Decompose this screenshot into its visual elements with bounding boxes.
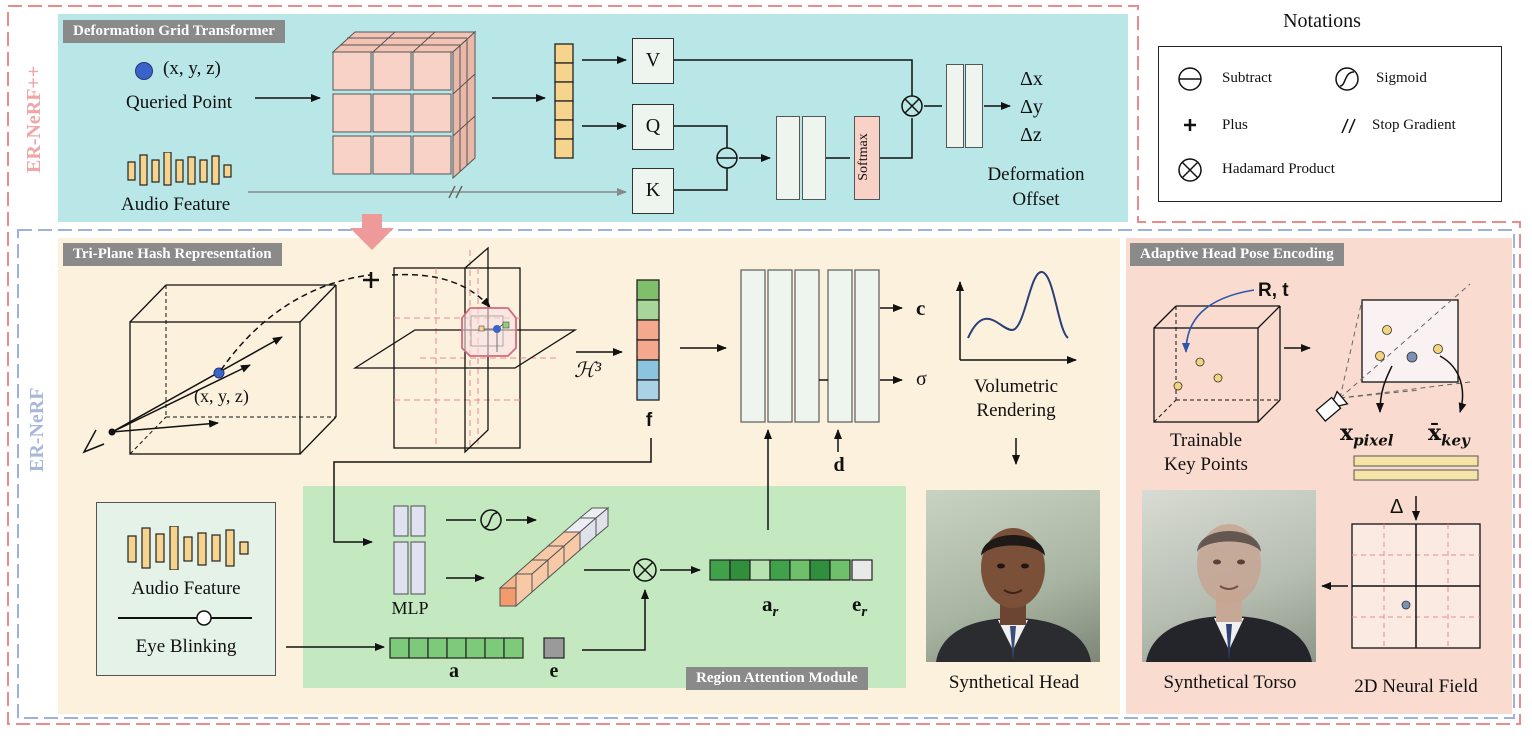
hadamard-icon [1178, 158, 1202, 182]
view-dir-d-label: d [833, 454, 845, 476]
subtract-icon [1178, 67, 1202, 91]
eye-blinking-label: Eye Blinking [135, 636, 237, 657]
notation-hadamard: Hadamard Product [1222, 161, 1335, 177]
e-r-sub: r [861, 604, 868, 621]
queried-point-dot [135, 62, 153, 80]
k-box [632, 168, 674, 214]
deformation-grid-cube [331, 30, 477, 180]
hash-h3-label: ℋ³ [574, 358, 602, 382]
notation-sigmoid: Sigmoid [1376, 70, 1427, 86]
stop-gradient-icon [1341, 118, 1356, 134]
audio-feature-bottom-label: Audio Feature [131, 578, 241, 599]
delta-z: Δz [1020, 124, 1042, 146]
notations-title: Notations [1283, 10, 1361, 32]
deformation-offset-2: Offset [1012, 189, 1060, 210]
notation-subtract: Subtract [1222, 70, 1272, 86]
cube-point-coord: (x, y, z) [194, 386, 249, 406]
x-key-label: x̄key [1428, 420, 1470, 449]
volumetric-label-2: Rendering [976, 400, 1056, 421]
e-r-label: er [852, 592, 867, 621]
synthetical-head-image [926, 490, 1100, 662]
x-key-sub: key [1441, 431, 1470, 450]
notation-stop-gradient: Stop Gradient [1372, 117, 1456, 133]
notation-plus: Plus [1222, 117, 1248, 133]
deformation-offset-1: Deformation [987, 164, 1085, 185]
neural-field-label: 2D Neural Field [1354, 676, 1478, 697]
color-c-label: c [916, 296, 926, 320]
tri-plane-title: Tri-Plane Hash Representation [63, 243, 282, 266]
trainable-label-2: Key Points [1164, 454, 1248, 475]
out-bar-2 [965, 64, 983, 148]
sigmoid-icon [1335, 67, 1359, 91]
attn-bar-2 [802, 116, 826, 200]
x-key-main: x̄ [1428, 420, 1442, 446]
token-column [554, 43, 574, 159]
audio-feature-top-label: Audio Feature [121, 194, 231, 215]
synthetical-torso-label: Synthetical Torso [1163, 672, 1297, 693]
out-bar-1 [946, 64, 964, 148]
x-pixel-main: x [1340, 420, 1354, 446]
ram-title: Region Attention Module [686, 667, 868, 690]
x-pixel-sub: pixel [1353, 431, 1394, 450]
density-sigma-label: σ [916, 368, 927, 390]
eye-blinking-slider [118, 610, 252, 626]
q-label: Q [645, 115, 661, 137]
delta-label: Δ [1390, 496, 1404, 518]
trainable-label-1: Trainable [1169, 430, 1243, 451]
attn-bar-1 [776, 116, 800, 200]
v-label: V [645, 49, 661, 71]
synthetical-head-label: Synthetical Head [948, 672, 1080, 693]
notation-symbols [1178, 67, 1359, 182]
a-r-label: ar [762, 592, 778, 621]
delta-y: Δy [1020, 96, 1043, 118]
softmax-box [854, 116, 880, 200]
q-box [632, 104, 674, 150]
mlp-label: MLP [391, 598, 429, 618]
feature-f-label: f [645, 410, 653, 431]
queried-point-coord: (x, y, z) [163, 58, 221, 79]
plus-icon [1184, 119, 1196, 131]
delta-x: Δx [1020, 68, 1043, 90]
a-r-main: a [762, 592, 773, 616]
audio-feature-bottom-bars [127, 526, 249, 570]
volumetric-label-1: Volumetric [973, 376, 1059, 397]
e-label: e [549, 660, 559, 682]
a-r-sub: r [772, 604, 779, 621]
dgt-title: Deformation Grid Transformer [63, 20, 285, 43]
audio-eye-box [96, 502, 276, 676]
audio-feature-top-bars [127, 152, 232, 186]
synthetical-torso-image [1142, 490, 1316, 662]
queried-point-label: Queried Point [126, 92, 233, 113]
x-pixel-label: xpixel [1340, 420, 1394, 449]
notations-box [1158, 46, 1502, 202]
ahpe-title: Adaptive Head Pose Encoding [1130, 243, 1344, 266]
a-label: a [449, 660, 459, 682]
e-r-main: e [852, 592, 862, 616]
v-box [632, 38, 674, 84]
rt-label: R, t [1258, 280, 1289, 301]
k-label: K [645, 179, 661, 201]
